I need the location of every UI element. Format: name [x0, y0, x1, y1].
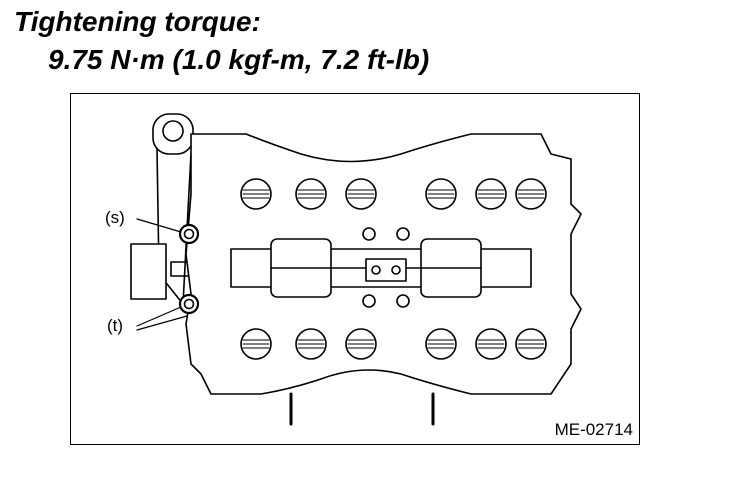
bolt-s — [178, 223, 200, 245]
cylinder-head-diagram: (s) (t) ME-02714 — [70, 93, 640, 445]
torque-heading: Tightening torque: — [14, 6, 261, 37]
bottom-studs — [289, 392, 435, 426]
camshaft — [230, 227, 532, 308]
figure-id: ME-02714 — [554, 420, 633, 439]
callout-t-label: (t) — [107, 316, 124, 335]
leader-s — [136, 218, 182, 233]
left-bracket — [130, 113, 194, 305]
cylinder-head-drawing — [130, 113, 582, 426]
bolt-t — [178, 293, 200, 315]
leader-t — [136, 306, 188, 331]
torque-value: 9.75 N·m (1.0 kgf-m, 7.2 ft-lb) — [48, 44, 430, 75]
lower-valve-row — [240, 328, 547, 360]
callout-s-label: (s) — [105, 208, 125, 227]
upper-valve-row — [240, 178, 547, 210]
